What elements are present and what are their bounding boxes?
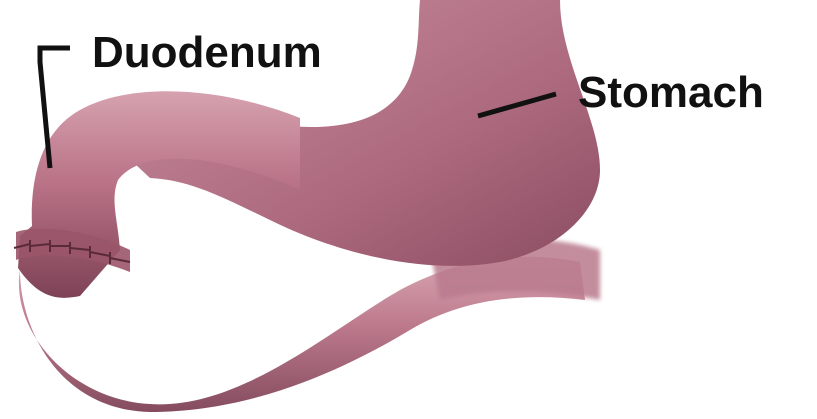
- stomach-label: Stomach: [578, 68, 764, 118]
- duodenum-label: Duodenum: [92, 28, 322, 78]
